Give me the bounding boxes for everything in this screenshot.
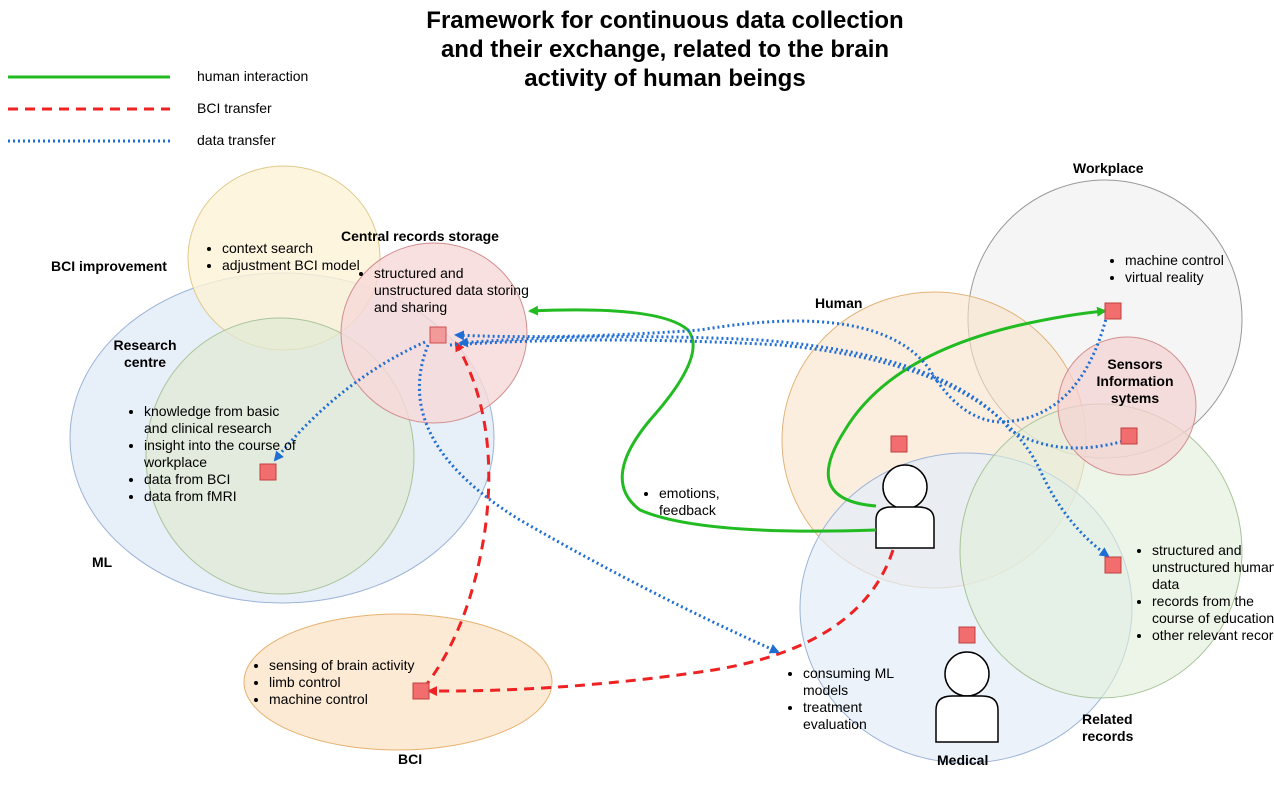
human-list: emotions, feedback [637, 485, 779, 519]
research-centre-label: Research centre [113, 337, 177, 370]
list-item: virtual reality [1125, 269, 1265, 286]
bci-improvement-list: context search adjustment BCI model [200, 240, 372, 274]
list-item: adjustment BCI model [222, 257, 372, 274]
list-item: other relevant records [1152, 627, 1274, 644]
list-item: consuming ML models [803, 665, 923, 699]
list-item: insight into the course of workplace [144, 437, 304, 471]
storage-node [429, 326, 447, 344]
edge-human-to-bci [427, 549, 895, 697]
node-markers [259, 302, 1138, 700]
bci-region [243, 613, 553, 751]
workplace-label: Workplace [1073, 160, 1144, 176]
edge-workplace-to-storage [454, 314, 1109, 424]
human-label: Human [815, 295, 863, 311]
research-centre-list: knowledge from basic and clinical resear… [122, 403, 304, 505]
human-node [890, 435, 908, 453]
list-item: limb control [269, 674, 429, 691]
list-item: machine control [1125, 252, 1265, 269]
bci-node [412, 682, 430, 700]
central-storage-label: Central records storage [341, 228, 499, 244]
legend-label-data-transfer: data transfer [197, 132, 276, 148]
edge-human-to-workplace [826, 306, 1107, 508]
edge-bci-to-storage [421, 341, 491, 690]
list-item: data from fMRI [144, 488, 304, 505]
legend-label-bci-transfer: BCI transfer [197, 100, 272, 116]
list-item: structured and unstructured data storing… [374, 265, 534, 316]
edge-storage-to-related [449, 338, 1110, 558]
related-records-node [1104, 556, 1122, 574]
medical-person-icon [935, 651, 999, 743]
medical-node [958, 626, 976, 644]
list-item: sensing of brain activity [269, 657, 429, 674]
bci-list: sensing of brain activity limb control m… [247, 657, 429, 708]
list-item: records from the course of education [1152, 593, 1274, 627]
edge-sensors-to-storage [458, 335, 1128, 450]
list-item: emotions, feedback [659, 485, 779, 519]
diagram-title: Framework for continuous data collection… [426, 7, 904, 92]
legend-label-human-interaction: human interaction [197, 68, 309, 84]
related-records-list: structured and unstructured human data r… [1130, 542, 1274, 644]
medical-list: consuming ML models treatment evaluation [781, 665, 923, 733]
bci-label: BCI [398, 751, 423, 767]
list-item: treatment evaluation [803, 699, 923, 733]
workplace-node [1104, 302, 1122, 320]
research-node [259, 463, 277, 481]
sensors-node [1120, 427, 1138, 445]
list-item: structured and unstructured human data [1152, 542, 1274, 593]
list-item: data from BCI [144, 471, 304, 488]
central-storage-list: structured and unstructured data storing… [352, 265, 534, 316]
sensors-region [1057, 336, 1197, 476]
list-item: knowledge from basic and clinical resear… [144, 403, 304, 437]
related-records-label: Related records [1082, 711, 1134, 744]
human-person-icon [875, 464, 935, 549]
medical-label: Medical [937, 752, 989, 768]
workplace-list: machine control virtual reality [1103, 252, 1265, 286]
list-item: context search [222, 240, 372, 257]
sensors-label: Sensors Information sytems [1096, 356, 1174, 406]
ml-label: ML [92, 554, 113, 570]
edge-human-to-storage [528, 305, 877, 533]
bci-improvement-label: BCI improvement [51, 258, 167, 274]
list-item: machine control [269, 691, 429, 708]
